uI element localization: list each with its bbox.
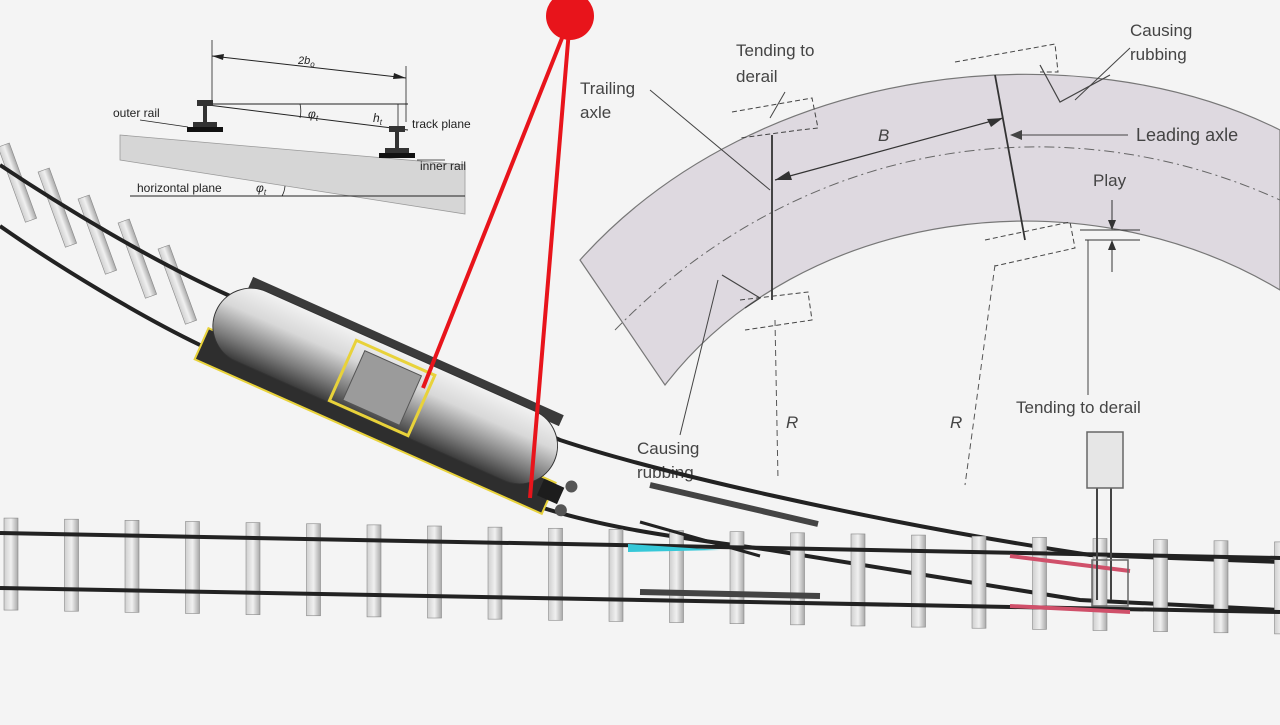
wheelbase-label: B — [878, 126, 889, 145]
cant-diagram: 2bo φt ht outer rail track plane inner r… — [113, 40, 471, 214]
inner-rail-label: inner rail — [420, 159, 466, 173]
inner-rail-profile — [379, 126, 415, 158]
radius-line-right — [965, 265, 995, 485]
outer-rail-label: outer rail — [113, 106, 160, 120]
play-label: Play — [1093, 171, 1127, 190]
radius-left-label: R — [786, 413, 798, 432]
sleeper — [1214, 541, 1228, 633]
gauge-label: 2bo — [297, 55, 315, 69]
outer-rail-profile — [187, 100, 223, 132]
tending-to-derail-bottom-label: Tending to derail — [1016, 398, 1141, 417]
track-plane-label: track plane — [412, 117, 471, 131]
curve-track-band — [580, 74, 1280, 385]
causing-rubbing-top-label: Causing rubbing — [1130, 21, 1197, 64]
sleeper — [158, 245, 197, 324]
leading-axle-label: Leading axle — [1136, 125, 1238, 145]
sleeper — [1154, 540, 1168, 632]
trailing-axle-label: Trailing axle — [580, 79, 640, 122]
ballast-wedge — [120, 135, 465, 214]
wheel-flange-bottom-right — [985, 222, 1075, 266]
sleeper — [38, 168, 77, 247]
sleeper — [1033, 537, 1047, 629]
tank-wagon — [195, 269, 603, 523]
check-rail-upper — [650, 485, 818, 524]
tending-to-derail-top-label: Tending to derail — [736, 41, 819, 86]
horizontal-angle-label: φt — [256, 181, 267, 197]
cant-height-label: ht — [373, 111, 383, 127]
sleeper — [1093, 538, 1107, 630]
horizontal-plane-label: horizontal plane — [137, 181, 222, 195]
cant-angle-label: φt — [308, 107, 319, 123]
curve-diagram: Tending to derail Causing rubbing Traili… — [580, 21, 1280, 485]
diverging-track — [0, 143, 197, 324]
check-rail-lower — [640, 592, 820, 596]
sleeper — [1275, 542, 1280, 634]
pendulum-bob — [546, 0, 594, 40]
radius-line-left — [775, 320, 778, 480]
sleeper — [0, 143, 37, 222]
radius-right-label: R — [950, 413, 962, 432]
wheel-flange-top-right — [955, 44, 1058, 72]
sleeper — [972, 536, 986, 628]
buffer-upper — [564, 479, 580, 495]
